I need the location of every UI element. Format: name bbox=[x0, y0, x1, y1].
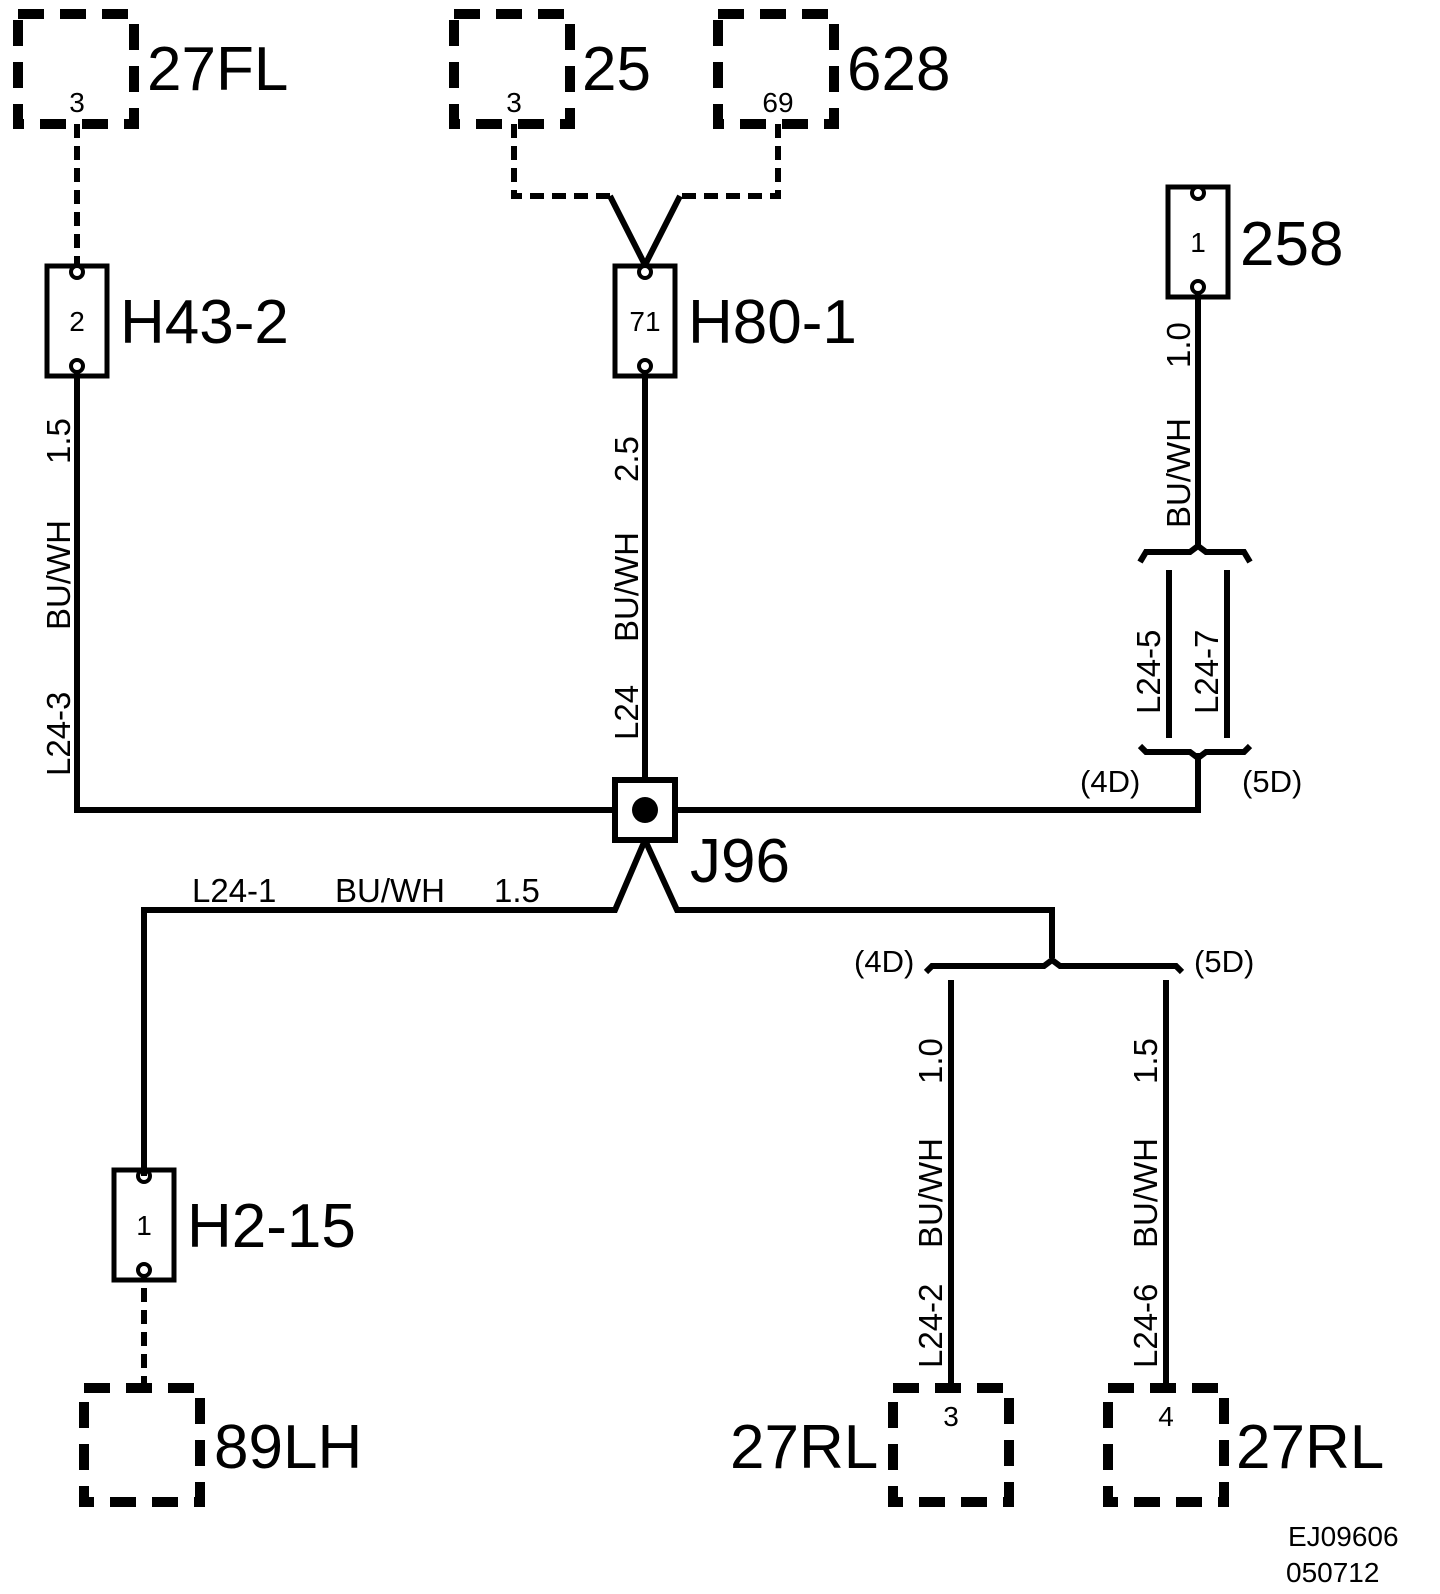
variant-5d-lower: (5D) bbox=[1194, 944, 1254, 979]
wire-id-L24-2: L24-2 bbox=[912, 1284, 949, 1368]
variant-brace-bottom bbox=[1137, 743, 1253, 762]
pin-258: 1 bbox=[1190, 227, 1206, 258]
wire-labels-L24-6: L24-6 BU/WH 1.5 bbox=[1127, 1038, 1164, 1368]
wire-labels-L24-2: L24-2 BU/WH 1.0 bbox=[912, 1038, 949, 1368]
wire-labels-L24-3: L24-3 BU/WH 1.5 bbox=[40, 418, 77, 776]
wire-to-258-branch bbox=[677, 753, 1201, 813]
variant-4d-lower: (4D) bbox=[854, 944, 914, 979]
pin-H43-2: 2 bbox=[69, 306, 85, 337]
component-27RL-a: 3 27RL bbox=[730, 1383, 1014, 1507]
merge-wire-h80 bbox=[607, 194, 683, 272]
wire-color-L24-2: BU/WH bbox=[912, 1138, 949, 1248]
wire-label-L24-5-wrap: L24-5 bbox=[1130, 630, 1167, 714]
wire-label-L24-7-wrap: L24-7 bbox=[1188, 630, 1225, 714]
wire-labels-L24: L24 BU/WH 2.5 bbox=[608, 436, 645, 740]
component-27FL: 3 27FL bbox=[13, 9, 288, 129]
label-H2-15: H2-15 bbox=[187, 1192, 356, 1261]
diagram-date: 050712 bbox=[1286, 1557, 1379, 1588]
label-H80-1: H80-1 bbox=[688, 288, 857, 357]
variant-4d-upper: (4D) bbox=[1080, 764, 1140, 799]
label-27RL-b: 27RL bbox=[1236, 1413, 1384, 1482]
variant-bar-27RL bbox=[923, 956, 1185, 975]
wire-L24-1 bbox=[141, 838, 648, 1176]
variant-brace-top bbox=[1137, 542, 1253, 564]
dashed-wire-628 bbox=[680, 124, 781, 199]
diagram-code: EJ09606 bbox=[1288, 1521, 1399, 1552]
wire-size-L24: 2.5 bbox=[608, 436, 645, 482]
wire-size-L24-3: 1.5 bbox=[40, 418, 77, 464]
connector-H2-15: 1 H2-15 bbox=[111, 1167, 356, 1283]
connector-H43-2: 2 H43-2 bbox=[44, 263, 289, 379]
connector-H80-1: 71 H80-1 bbox=[612, 263, 857, 379]
dashed-wire-25 bbox=[511, 124, 610, 199]
pin-H2-15: 1 bbox=[136, 1210, 152, 1241]
wire-id-L24: L24 bbox=[608, 685, 645, 740]
label-H43-2: H43-2 bbox=[120, 288, 289, 357]
connector-258: 1 258 bbox=[1165, 184, 1343, 300]
label-27FL: 27FL bbox=[147, 35, 288, 104]
wire-id-L24-5: L24-5 bbox=[1130, 630, 1167, 714]
wire-color-L24-3: BU/WH bbox=[40, 520, 77, 630]
wire-to-27RL-branch bbox=[642, 838, 1055, 958]
wire-id-L24-1: L24-1 bbox=[192, 872, 276, 909]
component-89LH: 89LH bbox=[79, 1383, 362, 1507]
pin-H80-1: 71 bbox=[629, 306, 660, 337]
label-25: 25 bbox=[582, 35, 651, 104]
label-628: 628 bbox=[847, 35, 950, 104]
splice-J96: J96 bbox=[612, 777, 790, 896]
component-628: 69 628 bbox=[713, 9, 950, 129]
wire-size-258: 1.0 bbox=[1160, 322, 1197, 368]
pin-27RL-a: 3 bbox=[943, 1401, 959, 1432]
wire-L24-3 bbox=[74, 372, 615, 813]
component-25: 3 25 bbox=[449, 9, 651, 129]
pin-27RL-b: 4 bbox=[1158, 1401, 1174, 1432]
wire-color-L24-6: BU/WH bbox=[1127, 1138, 1164, 1248]
wire-size-L24-1: 1.5 bbox=[494, 872, 540, 909]
component-27RL-b: 4 27RL bbox=[1103, 1383, 1384, 1507]
wire-id-L24-7: L24-7 bbox=[1188, 630, 1225, 714]
wire-color-258: BU/WH bbox=[1160, 418, 1197, 528]
wire-labels-258: BU/WH 1.0 bbox=[1160, 322, 1197, 528]
wire-id-L24-3: L24-3 bbox=[40, 692, 77, 776]
label-27RL-a: 27RL bbox=[730, 1413, 878, 1482]
wire-size-L24-2: 1.0 bbox=[912, 1038, 949, 1084]
variant-5d-upper: (5D) bbox=[1242, 764, 1302, 799]
label-258: 258 bbox=[1240, 210, 1343, 279]
wire-color-L24-1: BU/WH bbox=[335, 872, 445, 909]
pin-628: 69 bbox=[762, 87, 793, 118]
wire-color-L24: BU/WH bbox=[608, 532, 645, 642]
pin-27FL: 3 bbox=[69, 87, 85, 118]
pin-25: 3 bbox=[506, 87, 522, 118]
label-89LH: 89LH bbox=[214, 1413, 362, 1482]
wire-id-L24-6: L24-6 bbox=[1127, 1284, 1164, 1368]
wire-size-L24-6: 1.5 bbox=[1127, 1038, 1164, 1084]
label-J96: J96 bbox=[690, 827, 790, 896]
